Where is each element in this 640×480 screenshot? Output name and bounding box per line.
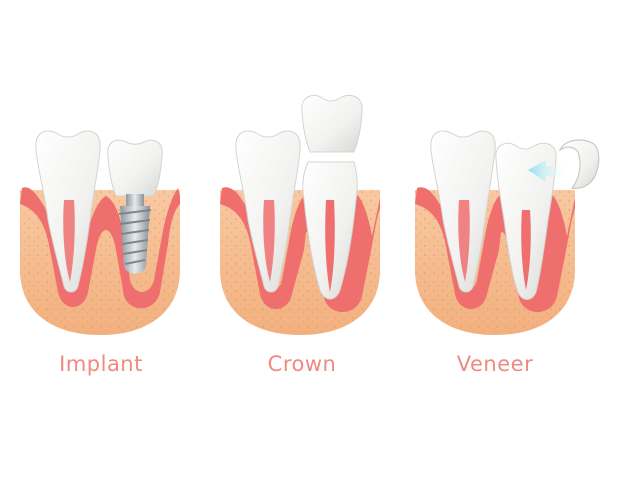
crown-label: Crown: [267, 352, 337, 376]
crown-diagram-icon: [220, 94, 380, 335]
veneer-label: Veneer: [456, 352, 534, 376]
implant-label: Implant: [59, 352, 143, 376]
implant-diagram-icon: [20, 130, 180, 335]
veneer-diagram-icon: [415, 130, 600, 335]
